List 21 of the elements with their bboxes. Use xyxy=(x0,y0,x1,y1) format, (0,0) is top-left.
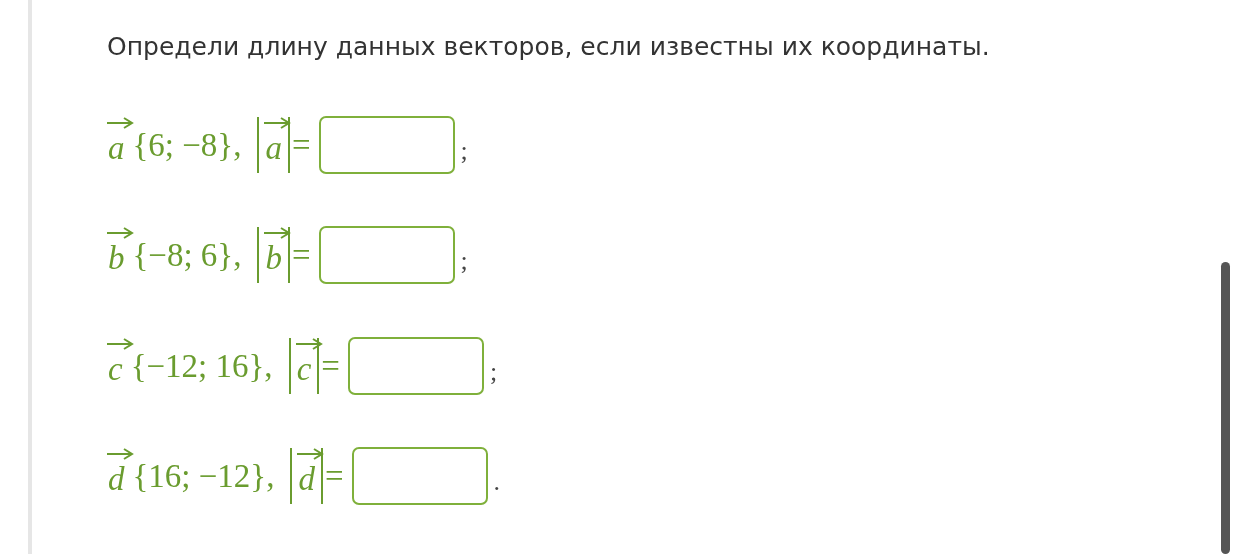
vector-coordinates: {−12; 16}, xyxy=(130,347,273,385)
vector-name: c xyxy=(108,350,123,387)
equals-sign: = xyxy=(321,347,340,385)
punctuation-mark: ; xyxy=(460,135,468,166)
vector-name: b xyxy=(108,239,125,276)
vector-name: c xyxy=(296,350,312,387)
vector-name: b xyxy=(265,239,282,276)
vector-name: d xyxy=(108,460,125,497)
task-text: Определи длину данных векторов, если известны их координаты. xyxy=(107,32,990,61)
vector-coordinates: {16; −12}, xyxy=(132,457,275,495)
vector-name: a xyxy=(108,129,125,166)
equals-sign: = xyxy=(291,126,311,164)
equals-sign: = xyxy=(324,457,344,495)
punctuation-mark: ; xyxy=(489,356,498,387)
vector-coordinates: {−8; 6}, xyxy=(132,236,242,274)
vector-name: d xyxy=(298,460,315,497)
vector-name: a xyxy=(265,129,282,166)
vector-coordinates: {6; −8}, xyxy=(132,126,242,164)
punctuation-mark: . xyxy=(493,466,501,497)
equals-sign: = xyxy=(291,236,311,274)
punctuation-mark: ; xyxy=(460,245,468,276)
